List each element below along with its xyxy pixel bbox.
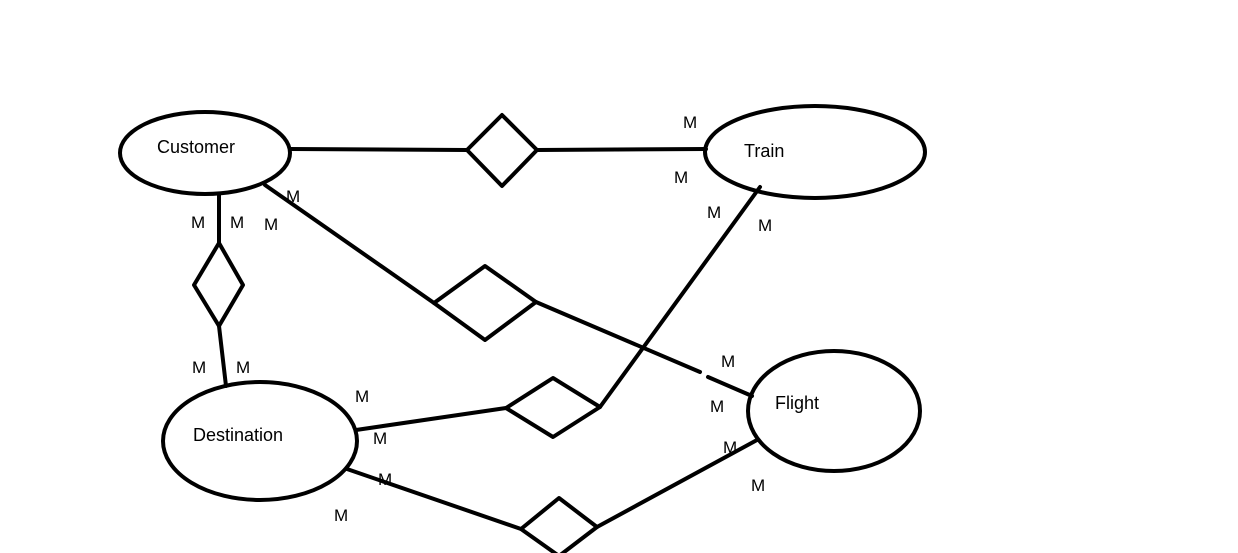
entity-customer-label: Customer — [157, 137, 235, 157]
line-train-diamond-to-train-upward — [598, 185, 762, 409]
relationship-customer-train-diamond — [465, 113, 539, 188]
line-destination-to-train-diamond — [354, 406, 508, 432]
relationship-destination-flight-diamond — [519, 496, 599, 553]
cardinality-label: M — [355, 387, 369, 406]
relationship-destination-train-diamond — [504, 376, 602, 439]
cardinality-label: M — [710, 397, 724, 416]
cardinality-label: M — [286, 187, 300, 206]
cardinality-label: M — [751, 476, 765, 495]
line-flight-diamond-to-flight-lower — [595, 438, 759, 529]
entity-train-label: Train — [744, 141, 784, 161]
cardinality-label: M — [264, 215, 278, 234]
cardinality-label: M — [334, 506, 348, 525]
line-flight-diamond-to-flight-b — [706, 375, 754, 398]
entity-flight-shape — [746, 349, 922, 473]
line-train-diamond-to-train — [535, 147, 708, 152]
line-destination-diamond-to-destination — [217, 324, 228, 388]
cardinality-label: M — [674, 168, 688, 187]
entity-customer-shape — [118, 110, 292, 196]
cardinality-label: M — [192, 358, 206, 377]
cardinality-label: M — [721, 352, 735, 371]
entity-flight-label: Flight — [775, 393, 819, 413]
cardinality-label: M — [378, 470, 392, 489]
cardinality-label: M — [707, 203, 721, 222]
cardinality-label: M — [236, 358, 250, 377]
relationship-customer-flight-diamond — [432, 264, 538, 342]
line-customer-to-train-diamond — [288, 147, 469, 152]
cardinality-label: M — [683, 113, 697, 132]
cardinality-label: M — [723, 438, 737, 457]
cardinality-label: M — [230, 213, 244, 232]
cardinality-label: M — [373, 429, 387, 448]
relationship-customer-destination-diamond — [192, 241, 245, 328]
entity-destination-label: Destination — [193, 425, 283, 445]
cardinality-label: M — [191, 213, 205, 232]
line-destination-to-flight-diamond — [345, 467, 523, 531]
cardinality-label: M — [758, 216, 772, 235]
line-flight-diamond-to-flight-a — [534, 300, 702, 374]
entity-train-shape — [703, 104, 927, 200]
line-customer-to-flight-diamond — [263, 183, 436, 305]
entity-destination-shape — [161, 380, 359, 502]
